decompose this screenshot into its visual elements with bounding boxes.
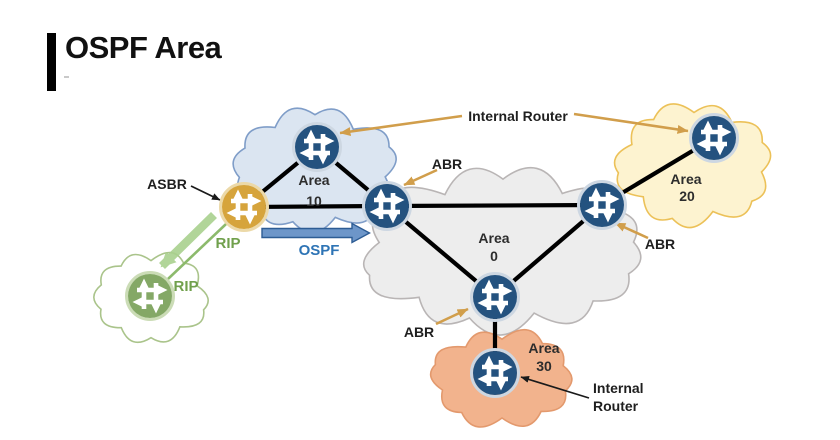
internal-router-bottom-label-line2: Router xyxy=(593,398,639,414)
rip-lower-label: RIP xyxy=(173,278,198,295)
area-10-label-line1: Area xyxy=(298,172,329,188)
asbr-label: ASBR xyxy=(147,176,187,192)
area-10-label-line2: 10 xyxy=(306,193,322,209)
abr-right-label: ABR xyxy=(645,236,675,252)
internal-router-area10-icon xyxy=(292,122,342,172)
page-title: OSPF Area xyxy=(65,30,222,65)
internal-router-bottom-label-line1: Internal xyxy=(593,380,644,396)
link-abr-left-to-abr-right xyxy=(384,202,605,209)
internal-router-arrow-left xyxy=(339,114,463,137)
internal-router-bottom-arrow xyxy=(520,376,590,399)
area-0-label-line1: Area xyxy=(478,230,509,246)
ospf-label: OSPF xyxy=(299,242,340,259)
abr-left-router-icon xyxy=(362,181,412,231)
annotation-labels: Internal Router ABR ABR ABR ASBR RIP RIP… xyxy=(147,108,675,414)
area-20-label-line1: Area xyxy=(670,171,701,187)
abr-right-arrow xyxy=(614,221,649,240)
area-0-label-line2: 0 xyxy=(490,248,498,264)
rip-upper-label: RIP xyxy=(215,235,240,252)
area-30-label-line1: Area xyxy=(528,340,559,356)
annotation-arrows xyxy=(190,112,689,399)
abr-bottom-router-icon xyxy=(470,272,520,322)
title-accent-bar xyxy=(47,33,56,91)
abr-bottom-label: ABR xyxy=(404,324,434,340)
ospf-direction-arrow xyxy=(261,222,371,244)
internal-router-area30-icon xyxy=(470,348,520,398)
abr-top-arrow xyxy=(403,168,438,187)
abr-bottom-arrow xyxy=(435,307,469,326)
asbr-arrow xyxy=(190,185,221,201)
stray-mark xyxy=(64,76,69,78)
rip-direction-arrow xyxy=(159,211,217,270)
abr-top-label: ABR xyxy=(432,156,462,172)
area-30-label-line2: 30 xyxy=(536,358,552,374)
abr-right-router-icon xyxy=(577,180,627,230)
area-20-label-line2: 20 xyxy=(679,188,695,204)
internal-router-top-label: Internal Router xyxy=(468,108,568,124)
internal-router-arrow-right xyxy=(573,112,689,134)
rip-router-icon xyxy=(125,271,175,321)
area-labels: Area 10 Area 0 Area 20 Area 30 xyxy=(298,171,701,374)
internal-router-area20-icon xyxy=(689,113,739,163)
asbr-router-icon xyxy=(219,182,269,232)
